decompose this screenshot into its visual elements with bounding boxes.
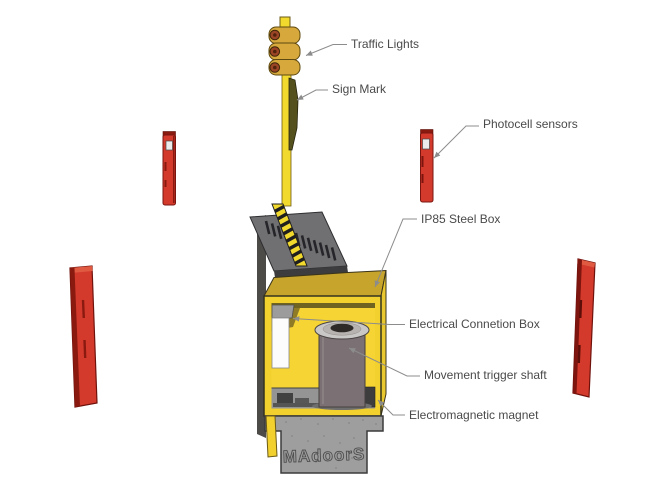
label-traffic-lights: Traffic Lights — [351, 37, 420, 51]
leader-electrical-connection-box — [292, 316, 405, 325]
label-electromagnetic-magnet: Electromagnetic magnet — [409, 408, 539, 422]
leader-lines — [292, 44, 479, 416]
photocell-bollard-small-right — [420, 129, 434, 203]
leader-ip85-steel-box — [374, 218, 417, 288]
junction-part — [271, 304, 295, 319]
label-photocell-sensors: Photocell sensors — [483, 117, 578, 131]
sign-pole — [279, 16, 299, 207]
leader-photocell-sensors — [433, 125, 479, 159]
movement-trigger-shaft-part — [314, 320, 370, 408]
sign-pole-base — [265, 415, 278, 458]
bollard-large-right — [572, 258, 596, 398]
leader-sign-mark — [296, 89, 328, 101]
barrier-blade — [271, 203, 308, 267]
sign-mark-blade — [288, 77, 299, 151]
brand-engraving: MAdoorS — [282, 445, 365, 467]
box-interior — [271, 303, 376, 410]
label-movement-trigger-shaft: Movement trigger shaft — [424, 368, 547, 382]
electrical-connection-box-part — [271, 317, 290, 369]
photocell-bollard-small-left — [162, 131, 176, 206]
label-sign-mark: Sign Mark — [332, 82, 387, 96]
steel-box — [263, 269, 387, 417]
label-ip85-steel-box: IP85 Steel Box — [421, 212, 501, 226]
leader-electromagnetic-magnet — [377, 399, 405, 416]
base-plate: MAdoorS — [264, 415, 384, 474]
label-electrical-connection-box: Electrical Connetion Box — [409, 317, 540, 331]
bollard-large-left — [69, 265, 98, 408]
sensor-window — [422, 138, 430, 150]
sensor-window — [165, 140, 173, 151]
leader-traffic-lights — [305, 44, 347, 56]
traffic-light-head — [268, 26, 301, 76]
steel-box-lid — [249, 211, 348, 278]
leader-movement-trigger-shaft — [348, 347, 420, 377]
traffic-light-lamps — [269, 29, 281, 73]
